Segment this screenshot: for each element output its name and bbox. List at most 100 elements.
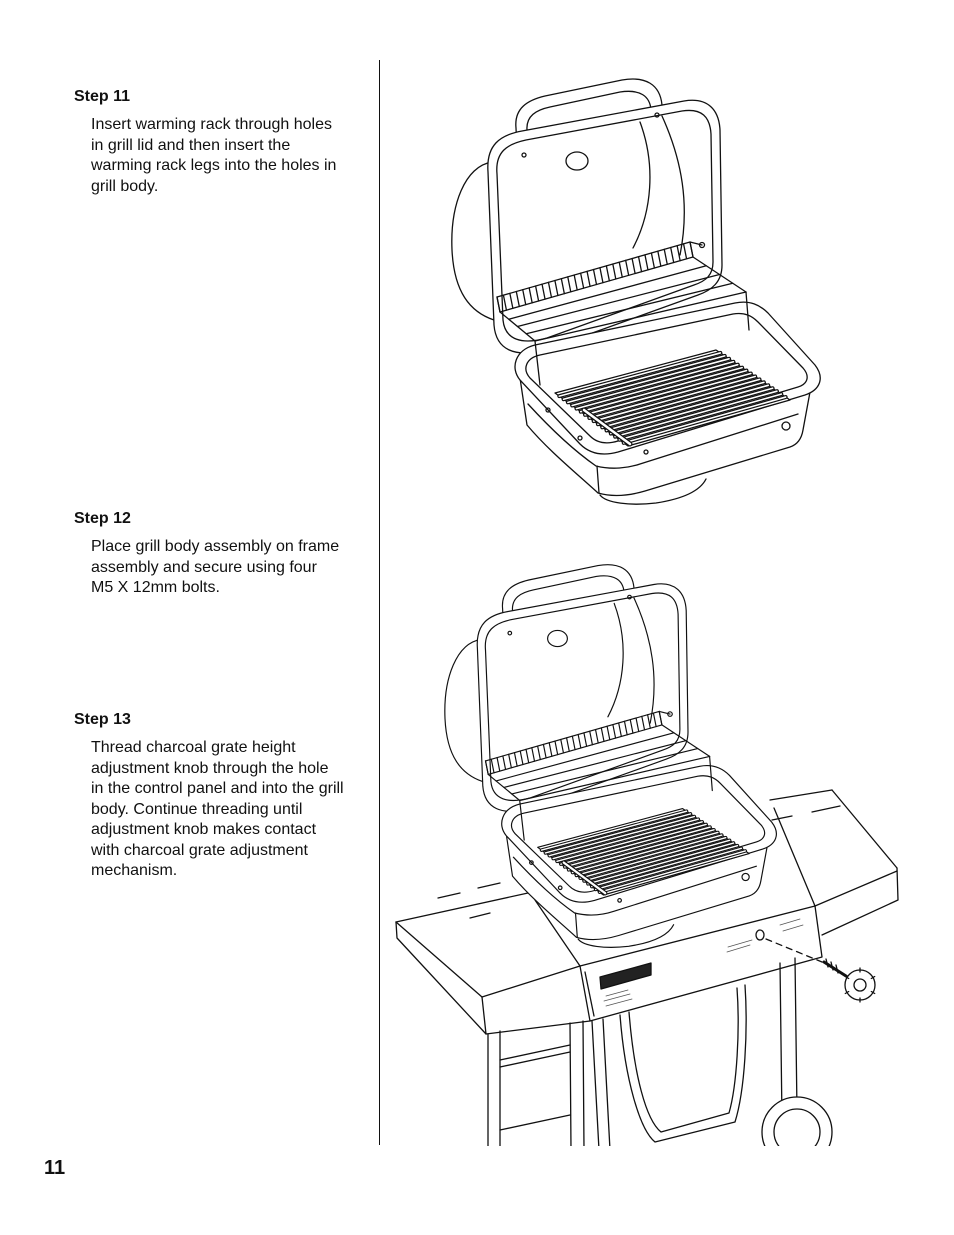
- step-11: Step 11 Insert warming rack through hole…: [74, 87, 336, 197]
- wheel-hub: [773, 1108, 821, 1146]
- rack-bar: [689, 241, 694, 258]
- door-inner: [628, 987, 739, 1133]
- body-bolt: [643, 449, 649, 455]
- cart-frame: [395, 789, 899, 1146]
- lid-handle-inner: [526, 90, 653, 147]
- rack-knob: [667, 711, 673, 717]
- lid-outer-rim: [487, 99, 723, 354]
- lid-handle-outer: [515, 78, 664, 151]
- rack-bar: [583, 732, 588, 747]
- rack-bar: [605, 265, 611, 282]
- rack-bar: [599, 267, 604, 284]
- grate-bar-highlight: [556, 821, 703, 863]
- body-bolt: [741, 872, 750, 882]
- step-11-line: grill body.: [91, 177, 159, 195]
- grate-bar-highlight: [575, 363, 739, 410]
- rack-leg: [519, 799, 525, 841]
- rack-bar: [623, 720, 628, 736]
- step-11-line: Insert warming rack through holes: [91, 116, 332, 133]
- grate-bar-highlight: [567, 829, 715, 871]
- rack-wire: [511, 747, 699, 795]
- left-shelf-back-edge: [395, 892, 529, 923]
- right-shelf-front-edge: [814, 870, 898, 907]
- rack-bar: [612, 724, 617, 739]
- step-13-line: adjustment knob makes contact: [91, 821, 317, 838]
- rack-bar: [554, 740, 559, 756]
- rack-wire: [495, 732, 675, 782]
- body-panel-line: [512, 856, 757, 916]
- step-12-line: Place grill body assembly on frame: [91, 538, 340, 555]
- rack-bar: [509, 292, 514, 309]
- rack-bar: [658, 710, 663, 726]
- assembly-illustrations: [395, 78, 899, 1146]
- step-13-line: adjustment knob through the hole: [91, 759, 329, 777]
- lid-bolt: [654, 112, 660, 118]
- knob-center: [853, 978, 867, 992]
- rack-bar: [629, 719, 634, 734]
- rack-bar: [618, 722, 622, 738]
- grate-adjust-bracket-highlight: [562, 861, 607, 895]
- rack-bar: [484, 760, 489, 775]
- step-13-line: with charcoal grate adjustment: [91, 841, 308, 859]
- guide-dash: [469, 912, 491, 919]
- body-bolt: [545, 407, 551, 413]
- body-bolt: [529, 860, 534, 865]
- column-divider: [379, 60, 380, 1145]
- rack-bar: [502, 294, 508, 311]
- rack-bar: [635, 717, 640, 733]
- rack-wire: [516, 273, 721, 328]
- rack-bar: [542, 743, 547, 759]
- grate-bar-highlight: [544, 813, 692, 854]
- rack-bar: [637, 256, 643, 273]
- step-12-heading: Step 12: [74, 510, 131, 527]
- grate-bar-highlight: [594, 847, 743, 891]
- rack-bar: [652, 712, 657, 728]
- grate-bar-highlight: [605, 384, 770, 432]
- grate-bar-highlight: [575, 834, 723, 877]
- body-base: [599, 478, 707, 505]
- step-11-heading: Step 11: [74, 88, 131, 105]
- guide-dash: [771, 815, 793, 821]
- page-number: 11: [44, 1157, 66, 1179]
- step-12-line: M5 X 12mm bolts.: [91, 579, 220, 596]
- right-shelf-back-edge: [769, 789, 833, 801]
- grate-bar-highlight: [548, 815, 696, 857]
- lid-dome: [451, 161, 495, 321]
- lid-inner-rim: [484, 592, 681, 802]
- cart-illustration-step-13: [395, 564, 899, 1146]
- grate-bar-highlight: [584, 369, 748, 416]
- rack-bar: [537, 745, 541, 761]
- rack-bar: [522, 289, 527, 306]
- rack-leg: [709, 755, 713, 792]
- step-11-text: Insert warming rack through holes in gri…: [91, 115, 336, 197]
- control-panel: [579, 905, 823, 1022]
- lid-vent: [565, 151, 589, 171]
- step-11-line: in grill lid and then insert the: [91, 136, 291, 154]
- step-13-line: in the control panel and into the grill: [91, 780, 344, 797]
- step-13-line: mechanism.: [91, 862, 178, 879]
- panel-print: [603, 989, 633, 1007]
- rack-bar: [631, 257, 636, 275]
- lower-shelf: [499, 1044, 571, 1131]
- rack-wire: [503, 740, 687, 789]
- lid-vent: [547, 629, 568, 648]
- knob-hole: [755, 929, 765, 941]
- rack-bar: [554, 279, 559, 297]
- step-11-line: warming rack legs into the holes in: [91, 157, 337, 174]
- body-corner-line: [596, 465, 600, 494]
- right-shelf-inner-edge: [773, 807, 816, 907]
- rack-bar: [508, 753, 512, 769]
- rack-bar: [490, 758, 495, 774]
- lid-bolt: [627, 594, 632, 600]
- grate-bar-highlight: [610, 387, 774, 435]
- rack-bar: [573, 274, 578, 291]
- left-shelf-side-edge: [395, 921, 483, 998]
- lid-interior-curve: [632, 121, 651, 249]
- rack-leg: [745, 291, 750, 331]
- rack-bar: [567, 276, 572, 293]
- rack-bar: [502, 755, 507, 771]
- rack-front-rail: [519, 755, 711, 802]
- lid-interior-curve: [607, 602, 624, 718]
- grate-bar-highlight: [583, 839, 731, 882]
